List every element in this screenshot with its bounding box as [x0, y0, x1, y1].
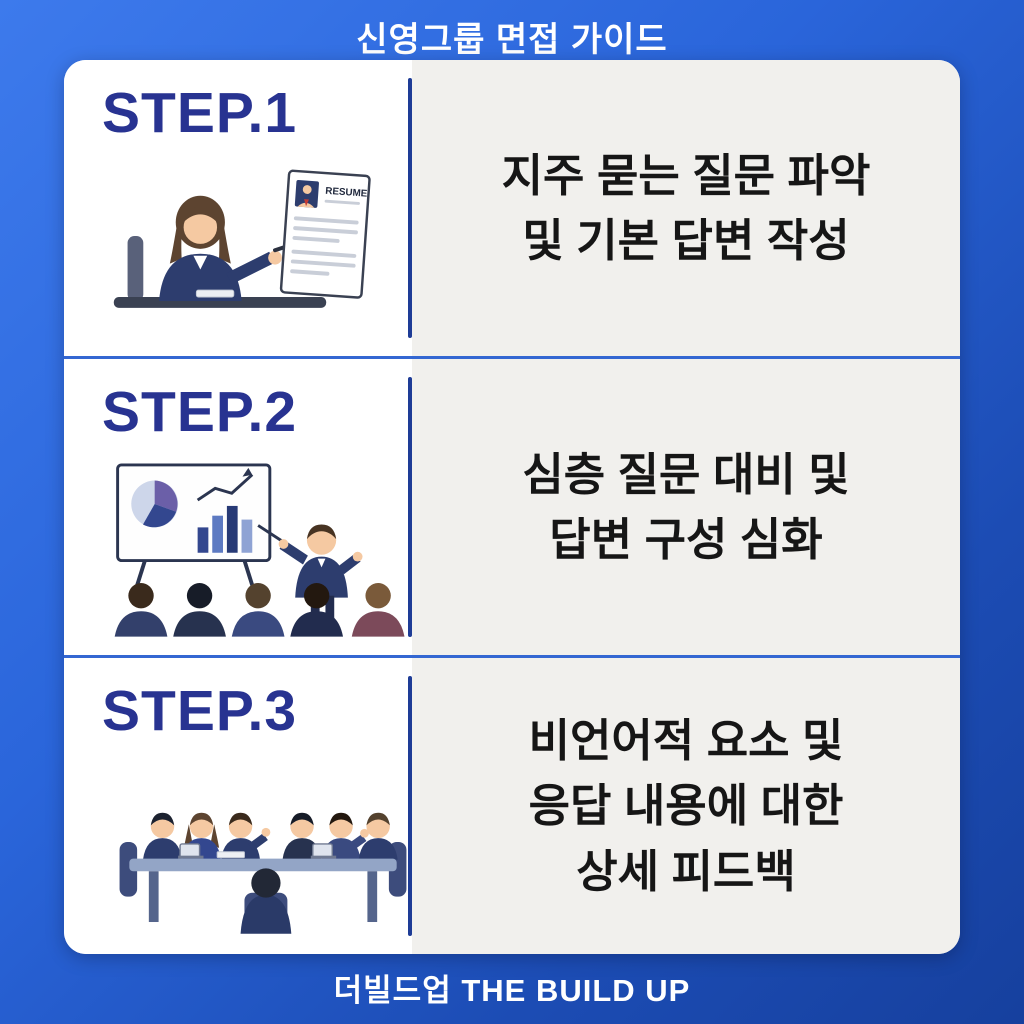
- step1-vertical-divider: [408, 78, 412, 338]
- step2-vertical-divider: [408, 377, 412, 637]
- step2-label: STEP.2: [102, 380, 298, 444]
- interviewee-back-view: [240, 868, 292, 934]
- step1-left-panel: STEP.1: [64, 60, 408, 356]
- step2-right-panel: 심층 질문 대비 및 답변 구성 심화: [412, 359, 960, 655]
- chair: [127, 235, 144, 301]
- woman-presenting-resume-illustration: RESUME: [113, 169, 371, 308]
- step-row-2: STEP.2: [64, 356, 960, 655]
- resume-title-text: RESUME: [325, 186, 368, 200]
- step-row-3: STEP.3: [64, 655, 960, 954]
- step1-illustration: RESUME: [102, 150, 397, 333]
- step3-description: 비언어적 요소 및 응답 내용에 대한 상세 피드백: [528, 715, 844, 897]
- step2-illustration: [102, 449, 424, 642]
- step3-label: STEP.3: [102, 679, 298, 743]
- step3-vertical-divider: [408, 676, 412, 936]
- trend-arrow: [196, 467, 254, 502]
- step3-illustration: [102, 748, 424, 941]
- bar-chart: [197, 505, 253, 553]
- step3-right-panel: 비언어적 요소 및 응답 내용에 대한 상세 피드백: [412, 658, 960, 954]
- poster-title: 신영그룹 면접 가이드: [356, 21, 668, 59]
- step-row-1: STEP.1: [64, 60, 960, 356]
- presenter-charts-audience-illustration: [114, 463, 405, 637]
- audience-row: [114, 582, 405, 637]
- footer-brand: 더빌드업 THE BUILD UP: [333, 973, 691, 1008]
- step3-left-panel: STEP.3: [64, 658, 408, 954]
- resume-paper: RESUME: [279, 169, 371, 299]
- presentation-screen: [116, 463, 272, 599]
- guide-card: STEP.1: [64, 60, 960, 954]
- step1-right-panel: 지주 묻는 질문 파악 및 기본 답변 작성: [412, 60, 960, 356]
- step1-description: 지주 묻는 질문 파악 및 기본 답변 작성: [501, 149, 871, 266]
- step2-left-panel: STEP.2: [64, 359, 408, 655]
- pie-chart: [131, 480, 179, 528]
- step1-label: STEP.1: [102, 81, 298, 145]
- step2-description: 심층 질문 대비 및 답변 구성 심화: [522, 448, 850, 565]
- woman-figure: [159, 195, 298, 301]
- meeting-table: [129, 843, 397, 922]
- panel-interview-meeting-illustration: [119, 812, 407, 934]
